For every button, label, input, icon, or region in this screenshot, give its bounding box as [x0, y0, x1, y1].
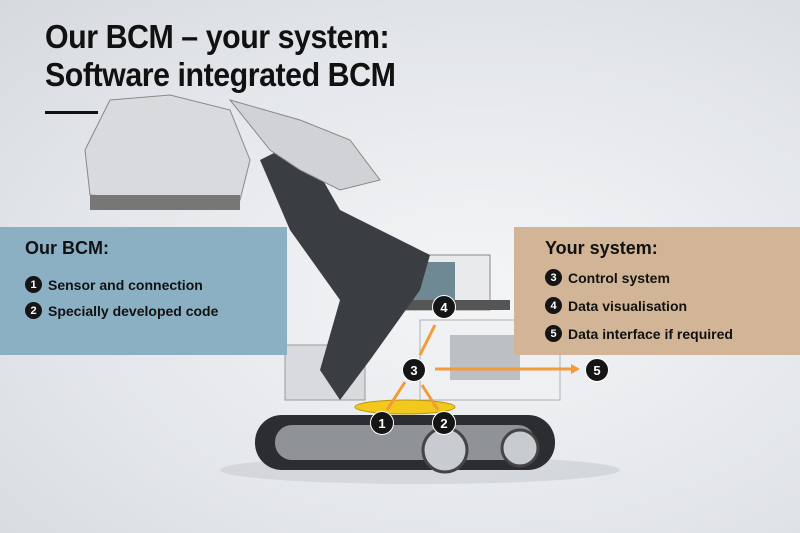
- arrow-1-to-3: [385, 381, 407, 411]
- number-badge: 1: [25, 276, 42, 293]
- list-item: 2 Specially developed code: [25, 302, 218, 319]
- our-bcm-heading: Our BCM:: [25, 238, 109, 258]
- our-bcm-panel: Our BCM: 1 Sensor and connection 2 Special…: [0, 227, 287, 355]
- title-line-2: Software integrated BCM: [45, 56, 396, 93]
- marker-5: 5: [585, 358, 609, 382]
- list-item: 4 Data visualisation: [545, 297, 687, 314]
- number-badge: 5: [545, 325, 562, 342]
- list-item: 1 Sensor and connection: [25, 276, 203, 293]
- item-label: Control system: [568, 269, 670, 286]
- title-underline: [45, 111, 98, 114]
- item-label: Specially developed code: [48, 302, 219, 319]
- item-label: Sensor and connection: [48, 276, 203, 293]
- item-label: Data visualisation: [568, 297, 688, 314]
- title-line-1: Our BCM – your system:: [45, 18, 390, 55]
- page-title: Our BCM – your system: Software integrat…: [45, 18, 396, 94]
- number-badge: 3: [545, 269, 562, 286]
- list-item: 5 Data interface if required: [545, 325, 733, 342]
- arrow-2-to-3: [420, 384, 440, 411]
- your-system-panel: Your system: 3 Control system 4 Data visua…: [514, 227, 800, 355]
- your-system-heading: Your system:: [545, 238, 658, 258]
- marker-4: 4: [432, 295, 456, 319]
- number-badge: 2: [25, 302, 42, 319]
- item-label: Data interface if required: [568, 325, 733, 342]
- number-badge: 4: [545, 297, 562, 314]
- marker-3: 3: [402, 358, 426, 382]
- marker-2: 2: [432, 411, 456, 435]
- marker-1: 1: [370, 411, 394, 435]
- list-item: 3 Control system: [545, 269, 670, 286]
- arrow-3-to-4: [418, 324, 437, 356]
